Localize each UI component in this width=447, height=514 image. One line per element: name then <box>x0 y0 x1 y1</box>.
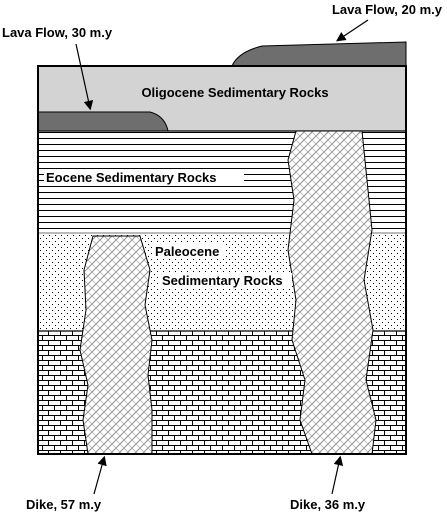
lava-flow-20-label: Lava Flow, 20 m.y <box>332 2 443 17</box>
arrow-dike-36 <box>331 455 344 495</box>
lava-flow-20-shape <box>231 41 407 67</box>
paleocene-label-line1: Paleocene <box>155 244 219 259</box>
section-frame <box>37 65 407 455</box>
paleocene-label-line2: Sedimentary Rocks <box>162 273 283 288</box>
dike-57 <box>79 235 153 455</box>
dike-36-label: Dike, 36 m.y <box>290 497 366 512</box>
eocene-label-bg <box>44 170 244 185</box>
eocene-label: Eocene Sedimentary Rocks <box>46 170 217 185</box>
lava-flow-30-label: Lava Flow, 30 m.y <box>2 25 113 40</box>
paleocene-label-bg-2 <box>160 273 292 288</box>
oligocene-label: Oligocene Sedimentary Rocks <box>141 85 328 100</box>
arrow-lava-flow-30 <box>75 43 94 111</box>
arrow-lava-flow-20 <box>336 19 369 42</box>
dike-57-label: Dike, 57 m.y <box>26 497 102 512</box>
arrow-dike-57 <box>93 455 107 495</box>
lava-flow-30-shape <box>37 111 169 132</box>
paleocene-label-bg-1 <box>154 244 226 259</box>
